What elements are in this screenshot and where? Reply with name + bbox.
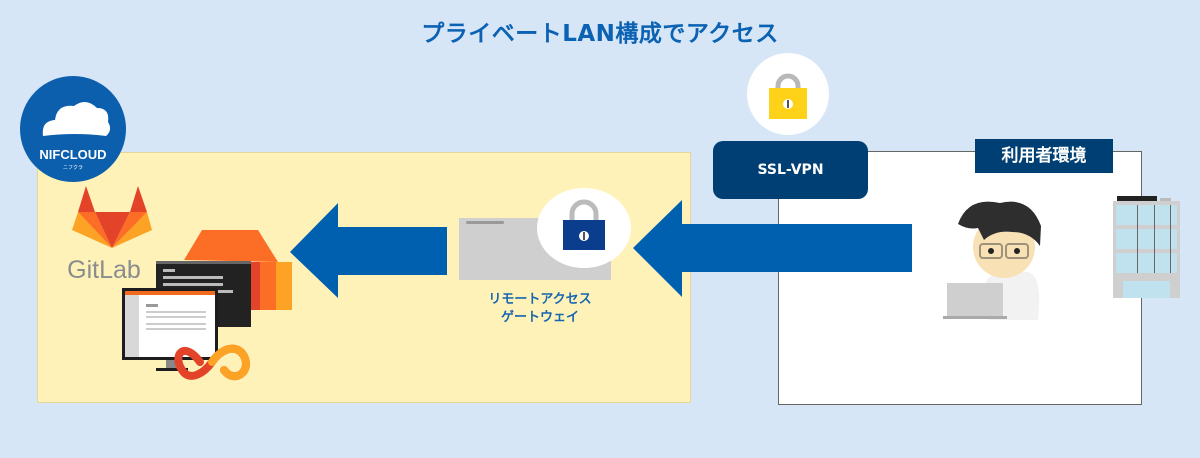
diagram-title: プライベートLAN構成でアクセス: [421, 21, 779, 47]
gitlab-logo-text: GitLab: [67, 256, 141, 284]
cloud-icon: [42, 101, 111, 136]
nifcloud-logo: NIFCLOUD ニフクラ: [20, 76, 126, 182]
vpn-lock-icon: [747, 53, 829, 135]
cicd-infinity-icon: [174, 344, 250, 380]
laptop-icon: [947, 283, 1003, 317]
gateway-label-line1: リモートアクセス: [488, 292, 592, 307]
ssl-vpn-label: SSL-VPN: [713, 141, 868, 199]
user-environment-label: 利用者環境: [975, 139, 1113, 173]
flow-arrow-to-gateway: [633, 200, 912, 297]
flow-arrow-to-gitlab: [290, 203, 447, 298]
remote-access-gateway-icon: [459, 188, 631, 280]
gitlab-logo-icon: [72, 186, 152, 248]
nifcloud-logo-text: NIFCLOUD: [39, 147, 106, 162]
gateway-label: リモートアクセス ゲートウェイ: [460, 291, 620, 327]
user-environment-zone: [778, 151, 1142, 405]
user-icon: [943, 201, 1041, 320]
office-building-icon: [1113, 196, 1180, 298]
nifcloud-logo-subtext: ニフクラ: [63, 165, 83, 171]
monitor-icon: [122, 288, 218, 371]
gateway-label-line2: ゲートウェイ: [500, 310, 579, 325]
